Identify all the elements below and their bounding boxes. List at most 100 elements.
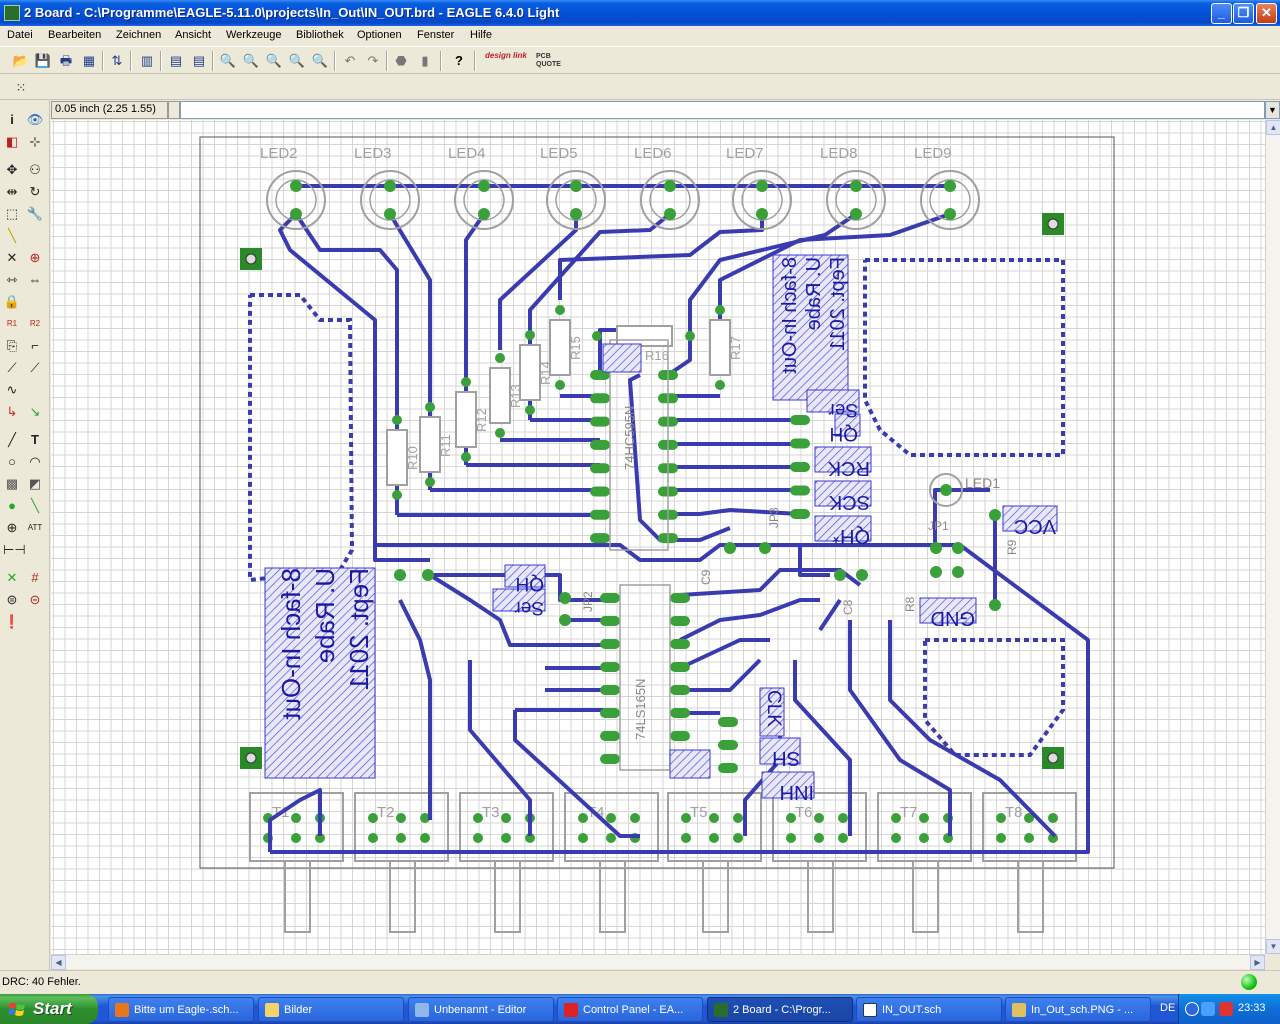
redo-icon[interactable]: ↷ (367, 53, 379, 68)
zoom-redraw-icon[interactable]: 🔍 (288, 53, 306, 68)
dimension-icon[interactable]: ⊢⊣ (3, 542, 26, 557)
rect-icon[interactable]: ▩ (5, 476, 19, 491)
save-icon[interactable]: 💾 (34, 53, 52, 68)
menu-datei[interactable]: Datei (7, 29, 33, 41)
menu-bibliothek[interactable]: Bibliothek (296, 29, 344, 41)
wire-icon[interactable]: ╱ (8, 432, 16, 447)
autorouter-icon[interactable]: # (31, 570, 39, 585)
gateswap-icon[interactable]: ⇔ (28, 272, 42, 287)
print-icon[interactable]: 🖶 (59, 53, 73, 68)
via-icon[interactable]: ● (8, 498, 16, 513)
stop-icon[interactable]: ⬣ (395, 53, 407, 68)
info-icon[interactable]: i (10, 112, 14, 127)
scr-icon[interactable]: ▤ (169, 53, 183, 68)
horizontal-scrollbar[interactable]: ◀ ▶ (51, 954, 1265, 970)
zoom-in-icon[interactable]: 🔍 (242, 53, 260, 68)
task-board[interactable]: 2 Board - C:\Progr... (707, 997, 853, 1022)
menu-ansicht[interactable]: Ansicht (175, 29, 212, 41)
task-bilder[interactable]: Bilder (258, 997, 404, 1022)
folder-icon (265, 1003, 279, 1017)
signal-icon[interactable]: ╲ (31, 498, 39, 513)
command-input[interactable] (180, 101, 1265, 119)
open-icon[interactable]: 📂 (12, 53, 30, 68)
hole-icon[interactable]: ⊕ (6, 520, 18, 535)
task-image[interactable]: In_Out_sch.PNG - ... (1005, 997, 1151, 1022)
scroll-down-icon[interactable]: ▼ (1266, 939, 1280, 954)
delete-icon[interactable]: ✕ (6, 250, 18, 265)
route-icon[interactable]: ↳ (6, 404, 18, 419)
zoom-fit-icon[interactable]: 🔍 (219, 53, 237, 68)
task-editor[interactable]: Unbenannt - Editor (408, 997, 554, 1022)
cam-icon[interactable]: ▦ (82, 53, 96, 68)
meander-icon[interactable]: ∿ (6, 382, 18, 397)
rotate-icon[interactable]: ↻ (29, 184, 41, 199)
menu-zeichnen[interactable]: Zeichnen (116, 29, 162, 41)
menu-optionen[interactable]: Optionen (357, 29, 402, 41)
copy-icon[interactable]: ⚇ (29, 162, 41, 177)
security-icon[interactable] (1219, 1002, 1233, 1016)
add-icon[interactable]: ⊕ (29, 250, 41, 265)
smash-icon[interactable]: ⎘ (6, 338, 18, 353)
scroll-up-icon[interactable]: ▲ (1266, 120, 1280, 135)
task-firefox[interactable]: Bitte um Eagle-.sch... (108, 997, 254, 1022)
attribute-icon[interactable]: ATT (27, 523, 43, 532)
help-icon[interactable]: ? (455, 53, 463, 68)
change-icon[interactable]: 🔧 (26, 206, 44, 221)
menu-werkzeuge[interactable]: Werkzeuge (226, 29, 282, 41)
circle-icon[interactable]: ○ (8, 454, 16, 469)
mark-icon[interactable]: ⊹ (29, 134, 41, 149)
scroll-right-icon[interactable]: ▶ (1250, 955, 1265, 970)
minimize-button[interactable]: _ (1211, 3, 1232, 24)
paste-icon[interactable]: ╲ (8, 228, 16, 243)
menu-bearbeiten[interactable]: Bearbeiten (48, 29, 102, 41)
script-icon[interactable]: ⇅ (111, 53, 123, 68)
library-icon[interactable]: ▥ (140, 53, 154, 68)
close-button[interactable]: ✕ (1256, 3, 1277, 24)
move-icon[interactable]: ✥ (6, 162, 18, 177)
vertical-scrollbar[interactable]: ▲ ▼ (1265, 120, 1280, 954)
command-dropdown-icon[interactable]: ▼ (1265, 101, 1280, 119)
name-icon[interactable]: R1 (6, 319, 18, 328)
polygon-icon[interactable]: ◩ (28, 476, 42, 491)
text-icon[interactable]: T (31, 432, 39, 447)
mirror-icon[interactable]: ⇹ (6, 184, 18, 199)
value-icon[interactable]: R2 (29, 319, 41, 328)
errors-icon[interactable]: ❗ (3, 614, 21, 629)
task-schematic[interactable]: IN_OUT.sch (856, 997, 1002, 1022)
go-icon[interactable]: ▮ (421, 53, 429, 68)
menu-hilfe[interactable]: Hilfe (470, 29, 493, 41)
zoom-select-icon[interactable]: 🔍 (311, 53, 329, 68)
arc-icon[interactable]: ◠ (29, 454, 41, 469)
undo-icon[interactable]: ↶ (344, 53, 356, 68)
scroll-left-icon[interactable]: ◀ (51, 955, 66, 970)
lock-icon[interactable]: 🔒 (3, 294, 21, 309)
start-button[interactable]: Start (0, 994, 98, 1024)
split-icon[interactable]: ⟋ (7, 360, 17, 375)
optimize-icon[interactable]: ⟋ (30, 360, 40, 375)
network-icon[interactable] (1201, 1002, 1215, 1016)
coordinate-toggle[interactable] (168, 101, 180, 119)
display-icon[interactable]: ◧ (5, 134, 19, 149)
ratsnest-icon[interactable]: ✕ (6, 570, 18, 585)
task-control-panel[interactable]: Control Panel - EA... (557, 997, 703, 1022)
maximize-button[interactable]: ❐ (1233, 3, 1254, 24)
drc-icon[interactable]: ⊝ (29, 592, 41, 607)
pinswap-icon[interactable]: ⇿ (6, 272, 18, 287)
ulp-icon[interactable]: ▤ (192, 53, 206, 68)
show-icon[interactable]: 👁 (26, 112, 44, 127)
ripup-icon[interactable]: ↘ (29, 404, 41, 419)
language-indicator[interactable]: DE (1160, 1002, 1176, 1014)
pcbquote-button[interactable]: PCB QUOTE (536, 53, 561, 68)
designlink-button[interactable]: design link (485, 51, 527, 60)
menu-fenster[interactable]: Fenster (417, 29, 455, 41)
tray-arrow-icon[interactable] (1185, 1002, 1199, 1016)
group-icon[interactable]: ⬚ (5, 206, 19, 221)
title-bar[interactable]: 2 Board - C:\Programme\EAGLE-5.11.0\proj… (0, 0, 1280, 26)
zoom-out-icon[interactable]: 🔍 (265, 53, 283, 68)
transistor-t4: T4 (564, 792, 659, 933)
erc-icon[interactable]: ⊜ (6, 592, 18, 607)
label-inh: INH (780, 781, 814, 803)
grid-icon[interactable]: ⁙ (15, 80, 27, 95)
miter-icon[interactable]: ⌐ (31, 338, 39, 353)
